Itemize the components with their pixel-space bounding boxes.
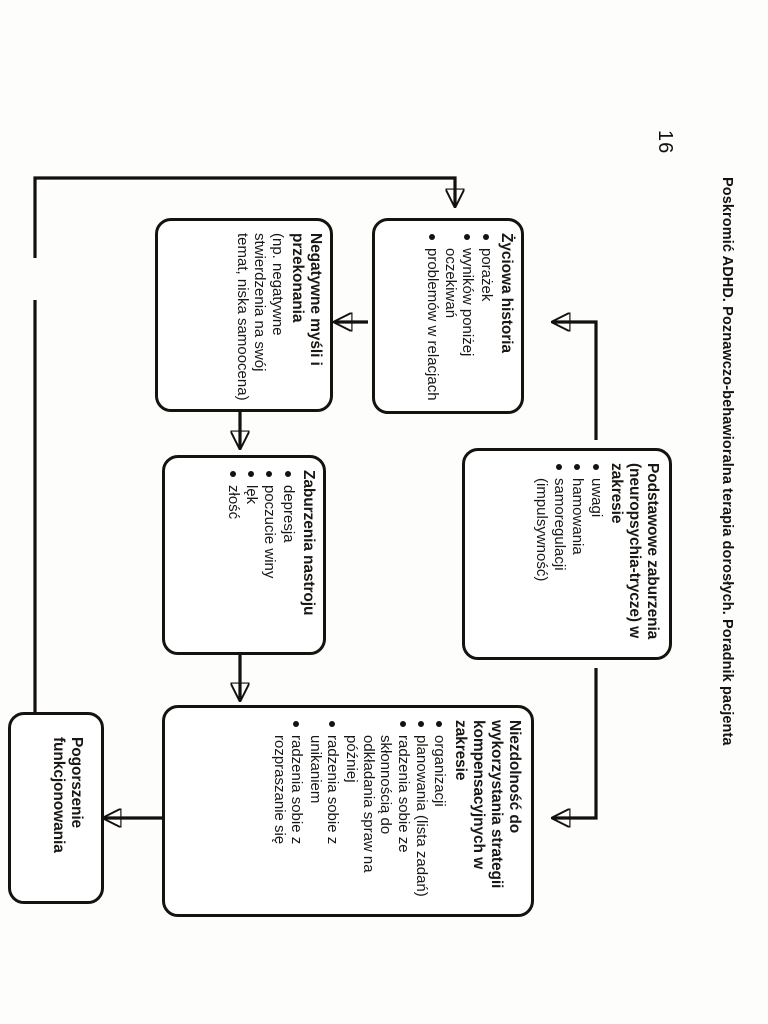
node-zaburzenia-nastroju[interactable]: Zaburzenia nastroju depresja poczucie wi…: [162, 455, 326, 655]
node-title: Zaburzenia nastroju: [300, 470, 317, 616]
list-item: samoregulacji (impulsywność): [533, 463, 567, 651]
list-item: planowania (lista zadań): [413, 720, 430, 910]
list-item: organizacji: [431, 720, 449, 910]
list-item: radzenia sobie z rozpraszanie się: [271, 720, 305, 910]
node-bullet-list: organizacji planowania (lista zadań) rad…: [271, 720, 449, 910]
list-item: porażek: [477, 233, 495, 405]
edge-pogorszenie-to-zyciowa-historia: [33, 176, 455, 712]
list-item: lęk: [243, 470, 260, 646]
edge-podstawowe-to-niezdolnosc: [553, 668, 598, 818]
list-item: problemów w relacjach: [423, 233, 441, 405]
node-bullet-list: uwagi hamowania samoregulacji (impulsywn…: [533, 463, 605, 651]
node-negatywne-mysli[interactable]: Negatywne myśli i przekonania (np. negat…: [155, 218, 333, 412]
node-title: Podstawowe zaburzenia (neuropsychia-tryc…: [607, 463, 661, 640]
node-title: Negatywne myśli i przekonania: [288, 233, 324, 366]
list-item: poczucie winy: [261, 470, 278, 646]
list-item: hamowania: [569, 463, 586, 651]
list-item: radzenia sobie ze skłonnością do odkłada…: [342, 720, 412, 910]
node-zyciowa-historia[interactable]: Życiowa historia porażek wyników poniżej…: [372, 218, 524, 414]
node-subtitle: (np. negatywne stwierdzenia na swój tema…: [233, 233, 286, 401]
node-title: Pogorszenie funkcjonowania: [49, 737, 85, 853]
list-item: depresja: [279, 470, 297, 646]
list-item: uwagi: [587, 463, 605, 651]
edge-podstawowe-to-zyciowa: [553, 322, 598, 440]
node-pogorszenie-funkcjonowania[interactable]: Pogorszenie funkcjonowania: [8, 712, 104, 904]
list-item: wyników poniżej oczekiwań: [442, 233, 476, 405]
list-item: złość: [224, 470, 242, 646]
list-item: radzenia sobie z unikaniem: [306, 720, 341, 910]
node-title: Niezdolność do wykorzystania strategii k…: [451, 720, 523, 889]
node-bullet-list: porażek wyników poniżej oczekiwań proble…: [423, 233, 495, 405]
node-bullet-list: depresja poczucie winy lęk złość: [224, 470, 297, 646]
node-niezdolnosc-strategie[interactable]: Niezdolność do wykorzystania strategii k…: [162, 705, 534, 917]
node-podstawowe-zaburzenia[interactable]: Podstawowe zaburzenia (neuropsychia-tryc…: [462, 448, 672, 660]
node-title: Życiowa historia: [498, 233, 515, 353]
